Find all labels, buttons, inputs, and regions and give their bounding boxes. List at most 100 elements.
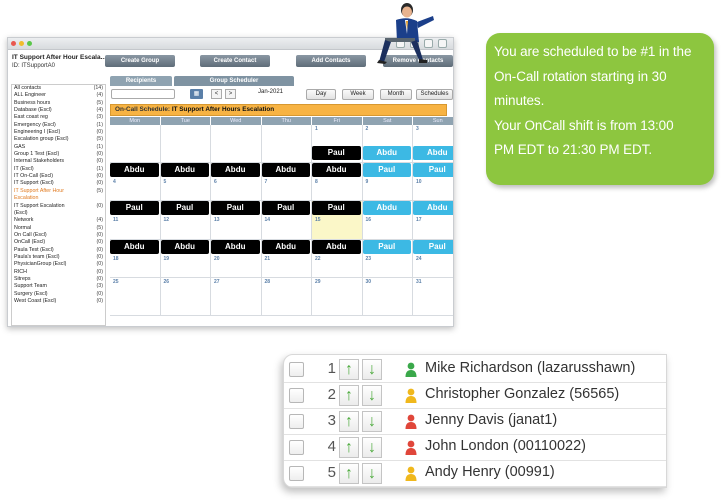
oncall-shift-block[interactable]: Paul [160, 201, 209, 216]
move-up-arrow-icon[interactable]: ↑ [339, 411, 359, 432]
oncall-shift-block[interactable]: Abdu [413, 146, 453, 160]
calendar-day-cell[interactable] [160, 125, 211, 164]
oncall-shift-block[interactable]: Abdu [110, 239, 159, 254]
oncall-shift-block[interactable]: Paul [362, 239, 411, 254]
tab-recipients[interactable]: Recipients [110, 76, 172, 86]
create-group-button[interactable]: Create Group [105, 55, 175, 67]
move-up-arrow-icon[interactable]: ↑ [339, 463, 359, 484]
oncall-shift-block[interactable]: Paul [413, 163, 453, 178]
refresh-icon[interactable] [424, 39, 433, 48]
sidebar-group-item[interactable]: Group 1 Test (Escl)(0) [12, 151, 105, 158]
minimize-dot-icon[interactable] [19, 41, 24, 46]
sidebar-group-item[interactable]: Paula Test (Escl)(0) [12, 247, 105, 254]
remove-contacts-button[interactable]: Remove Contacts [383, 55, 453, 67]
oncall-shift-block[interactable]: Paul [312, 201, 361, 216]
sidebar-group-item[interactable]: OnCall (Escl)(0) [12, 239, 105, 246]
calendar-icon[interactable]: ▦ [190, 89, 203, 99]
tab-group-scheduler[interactable]: Group Scheduler [174, 76, 294, 86]
oncall-shift-block[interactable]: Abdu [211, 163, 260, 178]
sidebar-group-item[interactable]: Escalation group (Escl)(5) [12, 136, 105, 143]
calendar-day-cell[interactable]: 27 [211, 277, 262, 316]
calendar-day-cell[interactable] [110, 125, 161, 164]
add-contacts-button[interactable]: Add Contacts [296, 55, 366, 67]
sidebar-group-item[interactable]: IT Support After Hour(5) [12, 188, 105, 195]
oncall-shift-block[interactable]: Abdu [211, 239, 260, 254]
calendar-day-cell[interactable] [261, 125, 312, 164]
oncall-shift-block[interactable]: Abdu [160, 239, 209, 254]
oncall-shift-block[interactable]: Abdu [362, 201, 411, 216]
sidebar-group-item[interactable]: Network(4) [12, 217, 105, 224]
create-contact-button[interactable]: Create Contact [200, 55, 270, 67]
calendar-day-cell[interactable]: 26 [160, 277, 211, 316]
view-schedules-button[interactable]: Schedules [416, 89, 453, 100]
sidebar-group-item[interactable]: Emergency (Escl)(1) [12, 122, 105, 129]
view-month-button[interactable]: Month [380, 89, 412, 100]
sidebar-group-item[interactable]: Escalation [12, 195, 105, 202]
oncall-shift-block[interactable]: Paul [261, 201, 310, 216]
sidebar-group-item[interactable]: PhysicianGroup (Escl)(0) [12, 261, 105, 268]
sidebar-group-item[interactable]: Normal(5) [12, 225, 105, 232]
oncall-shift-block[interactable]: Abdu [362, 146, 411, 160]
sidebar-group-item[interactable]: Database (Escl)(4) [12, 107, 105, 114]
maximize-dot-icon[interactable] [27, 41, 32, 46]
sidebar-group-item[interactable]: Engineering I (Escl)(0) [12, 129, 105, 136]
select-checkbox[interactable] [289, 440, 304, 455]
sidebar-group-item[interactable]: IT (Escl)(1) [12, 166, 105, 173]
oncall-shift-block[interactable]: Abdu [160, 163, 209, 178]
oncall-shift-block[interactable]: Abdu [413, 201, 453, 216]
move-up-arrow-icon[interactable]: ↑ [339, 359, 359, 380]
sidebar-group-item[interactable]: IT Support Escalation(0) [12, 203, 105, 210]
oncall-shift-block[interactable]: Paul [211, 201, 260, 216]
calendar-day-cell[interactable]: 28 [261, 277, 312, 316]
sidebar-group-item[interactable]: RICH(0) [12, 269, 105, 276]
calendar-day-cell[interactable]: 30 [362, 277, 413, 316]
move-down-arrow-icon[interactable]: ↓ [362, 437, 382, 458]
oncall-shift-block[interactable]: Abdu [312, 163, 361, 178]
select-checkbox[interactable] [289, 414, 304, 429]
next-month-button[interactable]: > [225, 89, 236, 99]
sidebar-group-item[interactable]: East coast reg(3) [12, 114, 105, 121]
move-down-arrow-icon[interactable]: ↓ [362, 463, 382, 484]
sidebar-group-item[interactable]: All contacts(14) [12, 85, 105, 92]
sidebar-group-item[interactable]: Internal Stakeholders(0) [12, 158, 105, 165]
oncall-shift-block[interactable]: Paul [110, 201, 159, 216]
oncall-shift-block[interactable]: Abdu [261, 239, 310, 254]
window-icon[interactable] [438, 39, 447, 48]
oncall-shift-block[interactable]: Abdu [312, 239, 361, 254]
view-week-button[interactable]: Week [342, 89, 374, 100]
calendar-day-cell[interactable]: 31 [413, 277, 453, 316]
sidebar-group-item[interactable]: On Call (Escl)(0) [12, 232, 105, 239]
sidebar-group-item[interactable]: ALL Engineer(4) [12, 92, 105, 99]
select-checkbox[interactable] [289, 466, 304, 481]
sidebar-group-item[interactable]: IT Support (Escl)(0) [12, 180, 105, 187]
calendar-day-cell[interactable]: 29 [312, 277, 363, 316]
sidebar-group-item[interactable]: West Coast (Escl)(0) [12, 298, 105, 305]
search-input[interactable] [111, 89, 175, 99]
sidebar-group-item[interactable]: Surgery (Escl)(0) [12, 291, 105, 298]
sidebar-group-item[interactable]: (Escl) [12, 210, 105, 217]
sidebar-group-item[interactable]: Paula's team (Escl)(0) [12, 254, 105, 261]
move-down-arrow-icon[interactable]: ↓ [362, 359, 382, 380]
move-up-arrow-icon[interactable]: ↑ [339, 385, 359, 406]
calendar-day-cell[interactable]: 25 [110, 277, 161, 316]
sidebar-group-item[interactable]: Support Team(3) [12, 283, 105, 290]
move-down-arrow-icon[interactable]: ↓ [362, 411, 382, 432]
